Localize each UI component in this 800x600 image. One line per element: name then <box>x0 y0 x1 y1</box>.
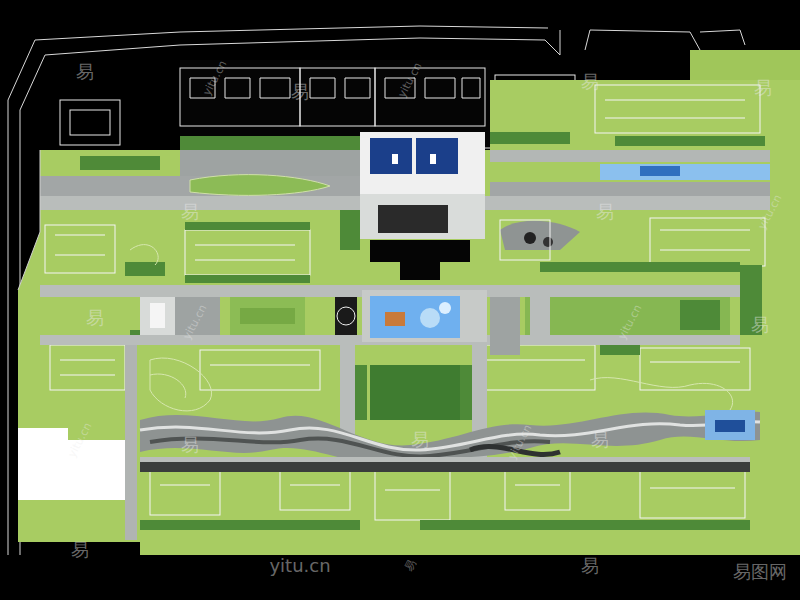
watermark: 易 <box>403 559 418 574</box>
watermark: yitu.cn <box>201 59 228 97</box>
watermark: 易 <box>581 73 599 91</box>
watermark: 易 <box>411 431 429 449</box>
watermark: yitu.cn <box>616 303 643 341</box>
watermark: 易 <box>181 436 199 454</box>
watermark: 易 <box>181 203 199 221</box>
watermark: 易 <box>751 316 769 334</box>
watermark: 易 <box>591 431 609 449</box>
watermark: 易 <box>71 541 89 559</box>
watermark: 易 <box>76 63 94 81</box>
watermark: 易 <box>596 203 614 221</box>
watermark: yitu.cn <box>756 193 783 231</box>
watermark: yitu.cn <box>66 421 93 459</box>
watermark: 易 <box>754 79 772 97</box>
watermark: 易 <box>86 309 104 327</box>
watermark: yitu.cn <box>506 423 533 461</box>
watermark: yitu.cn <box>181 303 208 341</box>
watermark: 易 <box>291 83 309 101</box>
watermark: yitu.cn <box>269 557 330 575</box>
watermark: yitu.cn <box>396 61 423 99</box>
watermark-logo: 易图网 <box>733 563 787 581</box>
watermark: 易 <box>581 557 599 575</box>
